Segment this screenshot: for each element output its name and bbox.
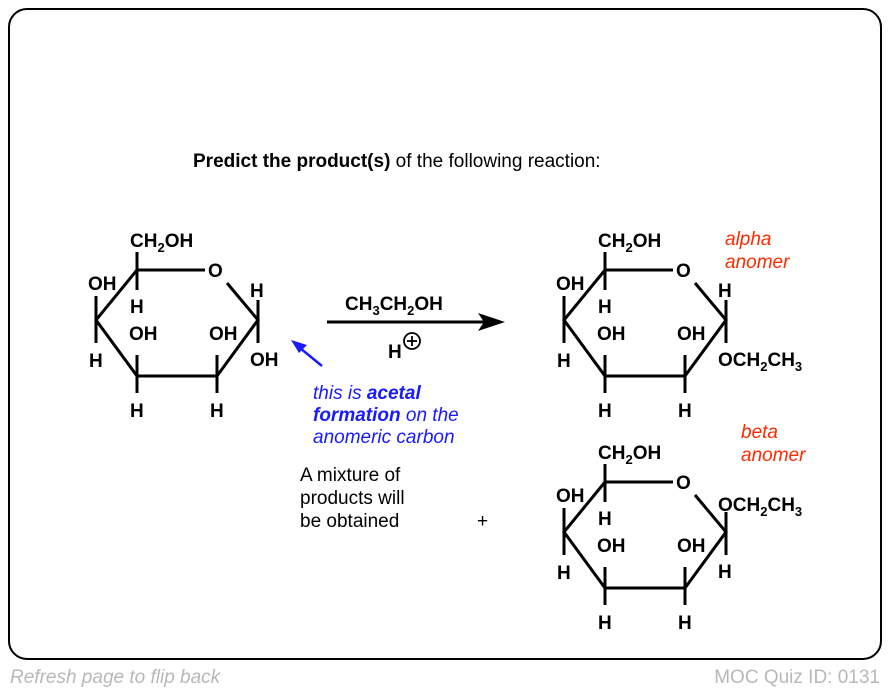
svg-text:H: H [557, 563, 571, 584]
svg-text:H: H [598, 297, 612, 318]
svg-text:OH: OH [556, 274, 585, 295]
frame [8, 8, 882, 660]
beta-label: beta [741, 422, 778, 443]
svg-text:A mixture of: A mixture of [300, 465, 401, 486]
svg-text:+: + [477, 511, 488, 532]
beta-label-2: anomer [741, 445, 806, 466]
svg-text:OH: OH [677, 536, 706, 557]
svg-text:H: H [557, 351, 571, 372]
refresh-hint: Refresh page to flip back [10, 667, 222, 688]
svg-text:O: O [676, 473, 691, 494]
svg-text:H: H [598, 509, 612, 530]
svg-text:H: H [250, 281, 264, 302]
alpha-anomer-product: CH2OH O OH H H OH OH H H H OCH2CH3 [556, 231, 802, 422]
svg-text:OH: OH [597, 536, 626, 557]
mixture-note: A mixture of products will be obtained + [300, 465, 488, 532]
svg-text:CH2OH: CH2OH [598, 443, 661, 467]
reaction-arrow: CH3CH2OH H [327, 294, 505, 363]
svg-text:H: H [130, 401, 144, 422]
svg-text:OH: OH [597, 324, 626, 345]
svg-text:CH2OH: CH2OH [130, 231, 193, 255]
blue-arrow-icon [291, 340, 307, 353]
reagent-ethanol: CH3CH2OH [345, 294, 443, 318]
alpha-label: alpha [725, 229, 772, 250]
svg-text:this is acetal: this is acetal [313, 383, 421, 404]
svg-text:H: H [89, 351, 103, 372]
alpha-label-2: anomer [725, 252, 790, 273]
svg-text:OCH2CH3: OCH2CH3 [718, 350, 802, 374]
svg-text:OH: OH [556, 486, 585, 507]
svg-text:anomeric carbon: anomeric carbon [313, 427, 455, 448]
svg-text:OH: OH [677, 324, 706, 345]
svg-text:H: H [210, 401, 224, 422]
beta-anomer-product: CH2OH O OH H H OH OH H H OCH2CH3 H [556, 443, 802, 634]
svg-text:OH: OH [209, 324, 238, 345]
svg-text:formation on the: formation on the [313, 405, 459, 426]
quiz-id: MOC Quiz ID: 0131 [714, 667, 880, 688]
svg-text:OCH2CH3: OCH2CH3 [718, 495, 802, 519]
glucose-reactant: CH2OH O OH H H OH OH H H H OH [88, 231, 279, 422]
svg-text:H: H [598, 401, 612, 422]
acetal-note: this is acetal formation on the anomeric… [291, 340, 459, 448]
question: Predict the product(s) of the following … [193, 151, 601, 172]
svg-text:OH: OH [250, 350, 279, 371]
svg-text:CH2OH: CH2OH [598, 231, 661, 255]
svg-text:H: H [678, 401, 692, 422]
svg-text:products will: products will [300, 488, 405, 509]
svg-text:O: O [208, 261, 223, 282]
svg-text:be obtained: be obtained [300, 511, 399, 532]
svg-text:H: H [678, 613, 692, 634]
svg-text:OH: OH [129, 324, 158, 345]
svg-text:OH: OH [88, 274, 117, 295]
svg-text:H: H [718, 562, 732, 583]
svg-text:H: H [130, 297, 144, 318]
svg-text:O: O [676, 261, 691, 282]
svg-text:H: H [718, 281, 732, 302]
reagent-acid: H [388, 342, 402, 363]
plus-charge-icon [403, 332, 421, 350]
svg-text:H: H [598, 613, 612, 634]
